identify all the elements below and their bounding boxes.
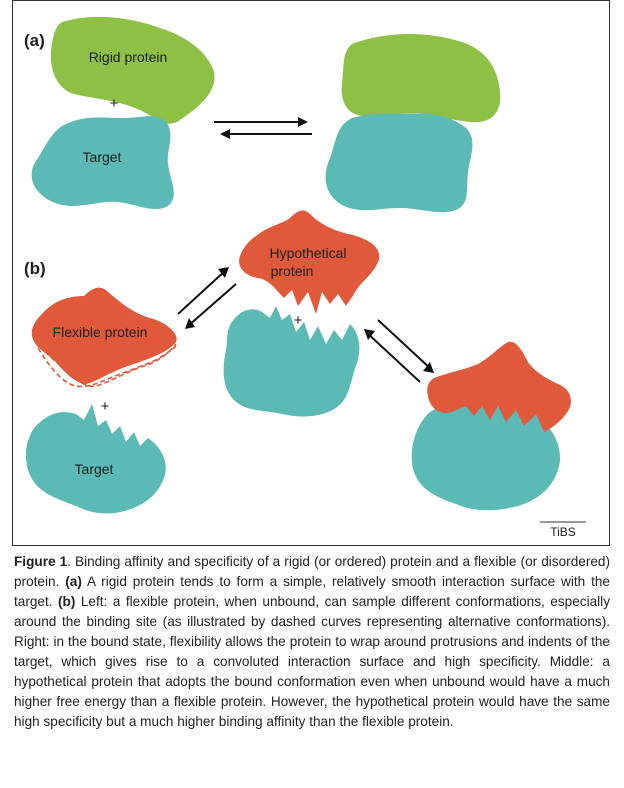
caption-b-text: Left: a flexible protein, when unbound, … — [14, 594, 610, 729]
caption-intro: . Binding affinity and specificity of a … — [14, 554, 611, 589]
equilibrium-arrows-b-right — [364, 319, 434, 383]
panel-b-plus-middle: + — [294, 312, 303, 329]
figure-diagram: (a) Rigid protein + Target (b) Flexible … — [24, 16, 586, 539]
equilibrium-arrows-b-left — [177, 267, 237, 329]
hypothetical-protein-shape — [239, 210, 380, 314]
equilibrium-arrows-a — [214, 117, 312, 139]
target-bound-shape — [325, 113, 473, 213]
flexible-protein-shape — [31, 287, 177, 384]
rigid-protein-bound-shape — [341, 34, 501, 123]
hypothetical-protein-label-line1: Hypothetical — [269, 245, 346, 261]
flexible-alt-conformation-2 — [37, 345, 177, 388]
target-shape-a — [31, 116, 174, 210]
target-label-a: Target — [83, 149, 122, 165]
caption-a-text: A rigid protein tends to form a simple, … — [14, 574, 610, 609]
rigid-protein-label: Rigid protein — [89, 49, 168, 65]
caption-b-label: (b) — [58, 594, 76, 609]
panel-a-label: (a) — [24, 31, 45, 50]
panel-a-plus: + — [110, 95, 119, 112]
hypothetical-protein-label-line2: protein — [271, 263, 314, 279]
figure-caption: Figure 1. Binding affinity and specifici… — [14, 552, 610, 732]
flexible-protein-bound-shape — [427, 341, 571, 432]
caption-figure-label: Figure 1 — [14, 554, 68, 569]
target-shape-b-left — [25, 404, 166, 514]
journal-mark: TiBS — [550, 525, 576, 539]
caption-a-label: (a) — [65, 574, 82, 589]
target-label-b-left: Target — [75, 461, 114, 477]
rigid-protein-shape — [50, 16, 215, 124]
target-bound-shape-b — [411, 402, 561, 511]
panel-b-plus-left: + — [101, 398, 110, 415]
panel-b-label: (b) — [24, 259, 46, 278]
flexible-protein-label: Flexible protein — [53, 324, 148, 340]
target-shape-b-middle — [223, 306, 360, 417]
